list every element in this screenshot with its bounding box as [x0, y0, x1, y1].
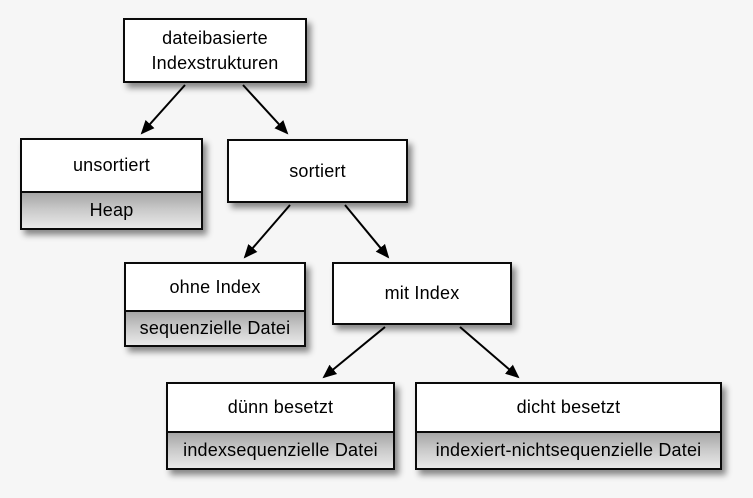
node-root-label: dateibasierte Indexstrukturen	[151, 28, 279, 73]
node-sorted: sortiert	[227, 139, 408, 203]
node-unsorted: unsortiert Heap	[20, 138, 203, 230]
node-no-index-sublabel: sequenzielle Datei	[126, 310, 304, 345]
arrow-sorted-to-with-index	[344, 204, 390, 259]
node-unsorted-label: unsortiert	[72, 155, 151, 176]
node-unsorted-sublabel: Heap	[22, 191, 201, 228]
node-sparse-sublabel: indexsequenzielle Datei	[168, 431, 393, 468]
node-no-index: ohne Index sequenzielle Datei	[124, 262, 306, 347]
arrow-with-index-to-dense	[459, 326, 520, 379]
node-dense-sublabel: indexiert-nichtsequenzielle Datei	[417, 431, 720, 468]
node-with-index-label: mit Index	[384, 283, 460, 304]
arrow-root-to-unsorted	[140, 84, 186, 135]
node-no-index-label: ohne Index	[169, 276, 261, 297]
node-root: dateibasierte Indexstrukturen	[123, 18, 307, 83]
node-dense-label: dicht besetzt	[516, 397, 621, 418]
node-with-index: mit Index	[332, 262, 512, 325]
node-sorted-label: sortiert	[289, 160, 346, 181]
node-sparse-label: dünn besetzt	[227, 397, 334, 418]
arrow-sorted-to-no-index	[243, 204, 291, 259]
node-sparse: dünn besetzt indexsequenzielle Datei	[166, 382, 395, 470]
arrow-with-index-to-sparse	[322, 326, 386, 379]
arrow-root-to-sorted	[242, 84, 289, 135]
node-dense: dicht besetzt indexiert-nichtsequenziell…	[415, 382, 722, 470]
